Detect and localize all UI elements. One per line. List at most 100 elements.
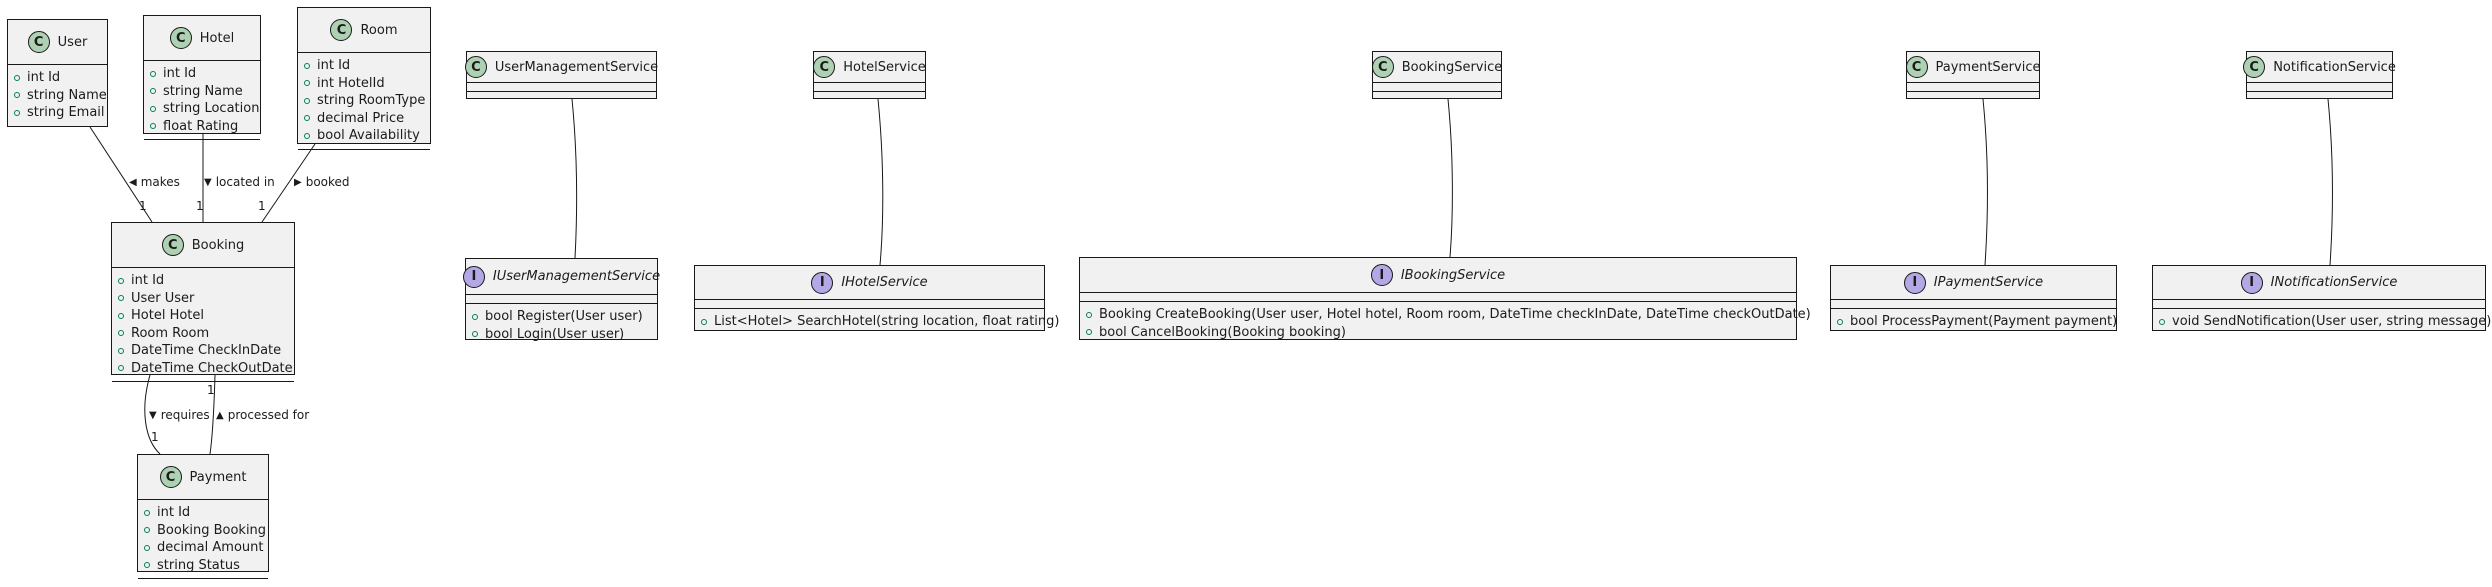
interface-booking-service[interactable]: I IBookingService Booking CreateBooking(…	[1079, 257, 1811, 340]
class-name: Payment	[189, 469, 247, 485]
class-header: C NotificationService	[2243, 52, 2396, 82]
arrow-down-icon: ▼	[149, 409, 157, 421]
public-visibility-icon	[118, 347, 124, 354]
impl-line-booking	[1447, 98, 1453, 258]
impl-line-user	[571, 98, 578, 259]
attributes-section	[466, 294, 657, 303]
class-name: Hotel	[199, 30, 235, 46]
relation-line-processed-for	[209, 374, 216, 455]
methods-section	[144, 139, 260, 148]
attributes-section	[2247, 82, 2392, 91]
class-user-management-service[interactable]: C UserManagementService	[464, 51, 658, 100]
class-hotel-service[interactable]: C HotelService	[813, 51, 926, 99]
class-booking[interactable]: C Booking int Id User User Hotel Hotel R…	[111, 222, 295, 382]
public-visibility-icon	[150, 88, 156, 95]
class-user[interactable]: C User int Id string Name string Email	[7, 19, 108, 127]
methods-section	[138, 578, 268, 587]
interface-hotel-service[interactable]: I IHotelService List<Hotel> SearchHotel(…	[694, 265, 1059, 331]
attribute-row: string Name	[150, 83, 260, 101]
public-visibility-icon	[144, 527, 150, 534]
public-visibility-icon	[304, 80, 310, 87]
attribute-row: int Id	[304, 57, 430, 75]
interface-icon: I	[811, 271, 834, 294]
attribute-row: string RoomType	[304, 92, 430, 110]
class-booking-service[interactable]: C BookingService	[1371, 51, 1502, 99]
methods-section: void SendNotification(User user, string …	[2153, 308, 2491, 335]
attribute-row: decimal Price	[304, 110, 430, 128]
public-visibility-icon	[304, 62, 310, 69]
methods-section	[467, 91, 656, 100]
class-header: C HotelService	[813, 52, 926, 82]
attributes-section	[2153, 299, 2485, 308]
class-header: C PaymentService	[1905, 52, 2041, 82]
methods-section: bool ProcessPayment(Payment payment)	[1831, 308, 2117, 335]
class-name: Booking	[191, 237, 245, 253]
interface-payment-service[interactable]: I IPaymentService bool ProcessPayment(Pa…	[1830, 265, 2117, 331]
class-room[interactable]: C Room int Id int HotelId string RoomTyp…	[297, 7, 431, 150]
attributes-section	[695, 299, 1044, 308]
methods-section: List<Hotel> SearchHotel(string location,…	[695, 308, 1059, 335]
impl-line-notification	[2327, 98, 2333, 266]
interface-notification-service[interactable]: I INotificationService void SendNotifica…	[2152, 265, 2491, 331]
interface-header: I IPaymentService	[1831, 266, 2116, 299]
arrow-left-icon: ◀	[129, 176, 137, 188]
class-payment-service[interactable]: C PaymentService	[1905, 51, 2041, 100]
methods-section: Booking CreateBooking(User user, Hotel h…	[1080, 301, 1811, 345]
attribute-row: Booking Booking	[144, 522, 268, 540]
interface-name: IBookingService	[1400, 267, 1506, 283]
relation-label-booked: ▶ booked	[294, 175, 350, 189]
public-visibility-icon	[14, 74, 20, 81]
attribute-row: int Id	[118, 272, 294, 290]
methods-section	[112, 381, 294, 390]
public-visibility-icon	[701, 318, 707, 325]
method-row: Booking CreateBooking(User user, Hotel h…	[1086, 306, 1811, 324]
public-visibility-icon	[150, 70, 156, 77]
class-header: C Room	[298, 8, 430, 52]
methods-section	[1907, 91, 2039, 100]
public-visibility-icon	[2159, 318, 2165, 325]
public-visibility-icon	[14, 109, 20, 116]
relation-line-makes	[89, 126, 153, 223]
attribute-row: User User	[118, 290, 294, 308]
class-icon: C	[169, 27, 192, 49]
attribute-row: int Id	[144, 504, 268, 522]
class-icon: C	[159, 466, 182, 488]
methods-section	[2247, 91, 2392, 100]
public-visibility-icon	[1086, 311, 1092, 318]
class-icon: C	[1371, 56, 1394, 78]
attribute-row: int Id	[150, 65, 260, 83]
relation-label-makes: ◀ makes	[129, 175, 180, 189]
public-visibility-icon	[14, 92, 20, 99]
interface-user-management-service[interactable]: I IUserManagementService bool Register(U…	[462, 258, 661, 342]
method-row: List<Hotel> SearchHotel(string location,…	[701, 313, 1059, 331]
public-visibility-icon	[472, 331, 478, 338]
class-name: Room	[360, 22, 398, 38]
interface-name: IHotelService	[841, 275, 928, 290]
attribute-row: Room Room	[118, 325, 294, 343]
multiplicity-label: 1	[151, 430, 159, 444]
multiplicity-label: 1	[207, 383, 215, 397]
public-visibility-icon	[118, 295, 124, 302]
attribute-row: Hotel Hotel	[118, 307, 294, 325]
class-hotel[interactable]: C Hotel int Id string Name string Locati…	[143, 15, 261, 140]
public-visibility-icon	[118, 277, 124, 284]
attribute-row: decimal Amount	[144, 539, 268, 557]
public-visibility-icon	[150, 105, 156, 112]
interface-name: IUserManagementService	[492, 269, 661, 284]
class-notification-service[interactable]: C NotificationService	[2243, 51, 2396, 100]
arrow-right-icon: ▶	[294, 176, 302, 188]
interface-icon: I	[462, 265, 485, 288]
attributes-section	[1080, 292, 1796, 301]
class-name: PaymentService	[1935, 59, 2041, 75]
interface-icon: I	[2240, 271, 2263, 294]
relation-label-processed-for: ▲ processed for	[216, 408, 310, 422]
class-header: C Hotel	[144, 16, 260, 60]
interface-name: IPaymentService	[1933, 275, 2044, 290]
public-visibility-icon	[118, 330, 124, 337]
interface-header: I IBookingService	[1080, 258, 1796, 292]
method-row: bool Register(User user)	[472, 308, 657, 326]
class-payment[interactable]: C Payment int Id Booking Booking decimal…	[137, 454, 269, 579]
public-visibility-icon	[472, 313, 478, 320]
class-name: User	[57, 34, 88, 50]
